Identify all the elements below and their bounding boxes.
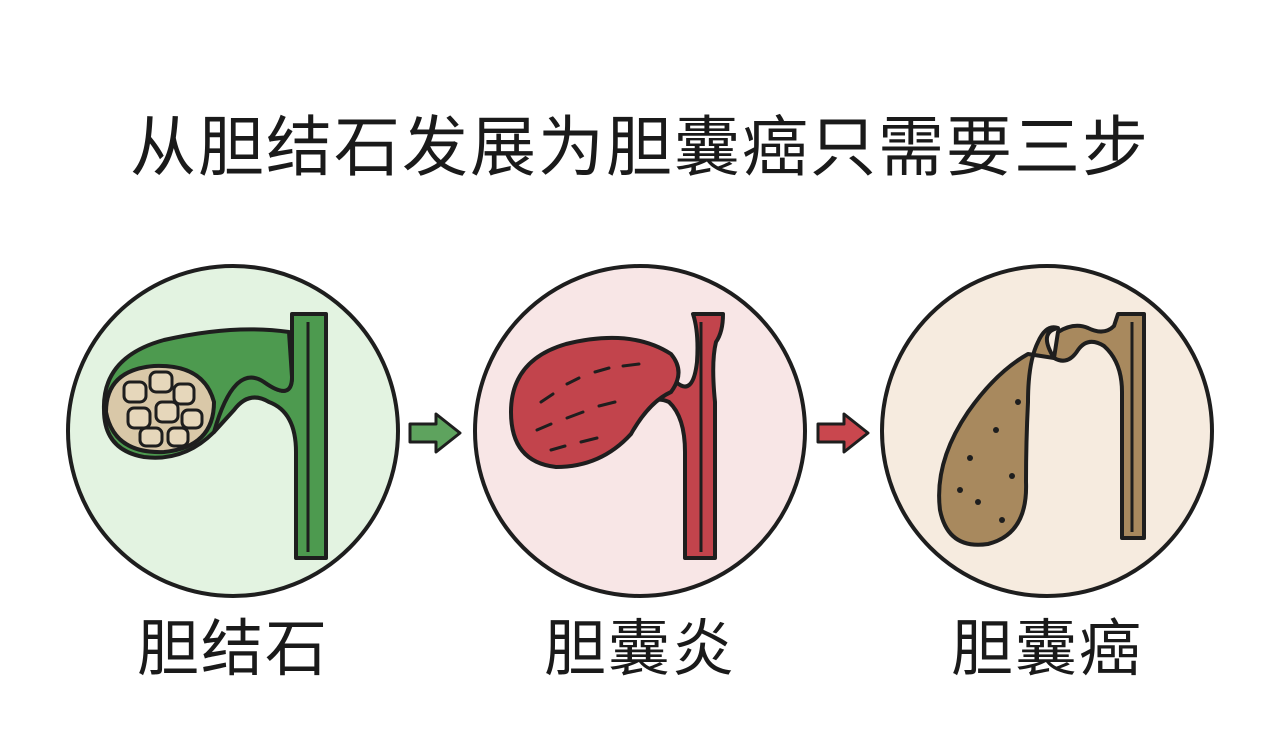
stage-label-cholecystitis: 胆囊炎	[543, 612, 736, 685]
stage-label-gallstone: 胆结石	[136, 612, 329, 685]
inflamed-gallbladder-icon	[473, 264, 807, 598]
cancerous-gallbladder-icon	[880, 264, 1214, 598]
page-title: 从胆结石发展为胆囊癌只需要三步	[130, 109, 1150, 186]
stage-gallstone: 胆结石	[64, 262, 402, 685]
right-arrow-icon	[814, 410, 872, 456]
gallstone-gallbladder-icon	[66, 264, 400, 598]
stage-cholecystitis: 胆囊炎	[471, 262, 809, 685]
stage-cancer: 胆囊癌	[878, 262, 1216, 685]
stage-label-cancer: 胆囊癌	[950, 612, 1143, 685]
right-arrow-icon	[406, 410, 464, 456]
